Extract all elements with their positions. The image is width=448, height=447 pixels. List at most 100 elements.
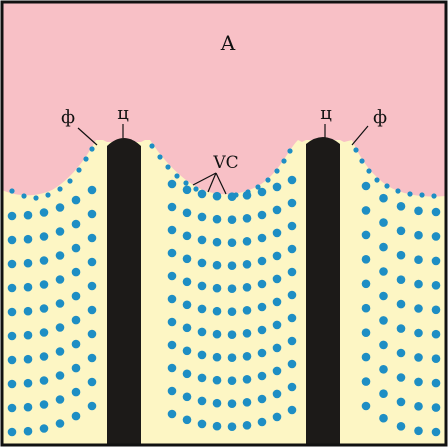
vesicle-dot xyxy=(55,347,65,356)
vesicle-dot xyxy=(7,235,17,245)
vesicle-dot xyxy=(361,328,371,338)
vesicle-dot xyxy=(255,184,261,190)
vesicle-dot xyxy=(212,191,222,201)
vesicle-dot xyxy=(39,328,49,337)
vesicle-dot xyxy=(287,382,297,392)
vesicle-dot xyxy=(55,227,65,236)
vesicle-dot xyxy=(212,306,222,316)
vesicle-dot xyxy=(7,427,17,437)
vesicle-dot xyxy=(242,352,252,361)
vesicle-dot xyxy=(9,188,15,194)
vesicle-dot xyxy=(7,211,17,221)
vesicle-dot xyxy=(379,316,388,325)
vesicle-dot xyxy=(272,251,282,261)
vesicle-dot xyxy=(45,192,51,198)
vesicle-dot xyxy=(39,280,49,289)
vesicle-dot xyxy=(167,317,177,327)
vesicle-dot xyxy=(431,232,441,241)
vesicle-dot xyxy=(287,336,297,346)
vesicle-dot xyxy=(55,299,65,308)
label-tsu-right: ц xyxy=(320,103,332,124)
vesicle-dot xyxy=(361,230,371,240)
vesicle-dot xyxy=(287,313,297,323)
vesicle-dot xyxy=(167,271,177,281)
vesicle-dot xyxy=(366,168,372,174)
vesicle-dot xyxy=(257,233,267,243)
vesicle-dot xyxy=(361,181,371,191)
vesicle-dot xyxy=(87,353,97,363)
vesicle-dot xyxy=(431,305,441,315)
vesicle-dot xyxy=(7,355,17,365)
vesicle-dot xyxy=(274,168,280,174)
vesicle-dot xyxy=(361,279,371,289)
vesicle-dot xyxy=(257,325,267,335)
vesicle-dot xyxy=(414,255,423,264)
vesicle-dot xyxy=(257,348,267,358)
vesicle-dot xyxy=(272,412,282,422)
vesicle-dot xyxy=(257,371,267,381)
vesicle-dot xyxy=(55,251,65,260)
vesicle-dot xyxy=(89,146,95,152)
vesicle-dot xyxy=(242,329,252,338)
pillar-right xyxy=(306,137,340,445)
vesicle-dot xyxy=(272,320,282,330)
vesicle-dot xyxy=(431,378,441,388)
leader-vc-3 xyxy=(215,172,227,195)
vesicle-dot xyxy=(212,352,222,362)
vesicle-dot xyxy=(396,275,406,285)
vesicle-dot xyxy=(23,330,33,340)
vesicle-dot xyxy=(287,244,297,254)
vesicle-dot xyxy=(361,377,371,386)
vesicle-dot xyxy=(414,304,423,313)
vesicle-dot xyxy=(39,256,49,265)
vesicle-dot xyxy=(23,258,33,268)
vesicle-dot xyxy=(167,340,177,350)
vesicle-dot xyxy=(55,371,65,380)
vesicle-dot xyxy=(197,373,207,383)
vesicle-dot xyxy=(71,243,81,253)
vesicle-dot xyxy=(257,210,267,220)
vesicle-dot xyxy=(7,331,17,341)
vesicle-dot xyxy=(182,208,192,218)
vesicle-dot xyxy=(431,193,437,199)
vesicle-dot xyxy=(395,188,401,194)
vesicle-dot xyxy=(227,215,237,224)
vesicle-dot xyxy=(414,206,423,216)
leader-phi-left xyxy=(77,127,98,146)
vesicle-dot xyxy=(281,158,287,164)
vesicle-dot xyxy=(55,323,65,332)
vesicle-dot xyxy=(197,396,207,406)
vesicle-dot xyxy=(414,328,423,338)
vesicle-dot xyxy=(431,427,441,437)
vesicle-dot xyxy=(414,377,423,387)
vesicle-dot xyxy=(272,228,282,238)
vesicle-dot xyxy=(419,192,425,198)
vesicle-dot xyxy=(55,395,65,404)
vesicle-dot xyxy=(23,378,33,388)
vesicle-dot xyxy=(414,353,423,362)
vesicle-dot xyxy=(71,339,81,349)
vesicle-dot xyxy=(7,403,17,413)
vesicle-dot xyxy=(242,260,252,269)
vesicle-dot xyxy=(182,369,192,379)
vesicle-dot xyxy=(87,185,97,195)
label-phi-right: ф xyxy=(373,107,387,128)
vesicle-dot xyxy=(55,275,65,284)
vesicle-dot xyxy=(431,256,441,266)
vesicle-dot xyxy=(212,398,222,408)
pillar-left xyxy=(107,138,141,445)
vesicle-dot xyxy=(359,158,365,164)
vesicle-dot xyxy=(55,419,65,428)
vesicle-dot xyxy=(182,277,192,287)
vesicle-dot xyxy=(197,327,207,337)
vesicle-dot xyxy=(182,323,192,333)
vesicle-dots xyxy=(7,143,441,437)
vesicle-dot xyxy=(396,422,406,431)
vesicle-dot xyxy=(167,363,177,373)
vesicle-dot xyxy=(71,219,81,229)
vesicle-dot xyxy=(57,186,63,192)
region-a xyxy=(2,2,446,197)
vesicle-dot xyxy=(272,343,282,353)
vesicle-dot xyxy=(227,330,237,340)
